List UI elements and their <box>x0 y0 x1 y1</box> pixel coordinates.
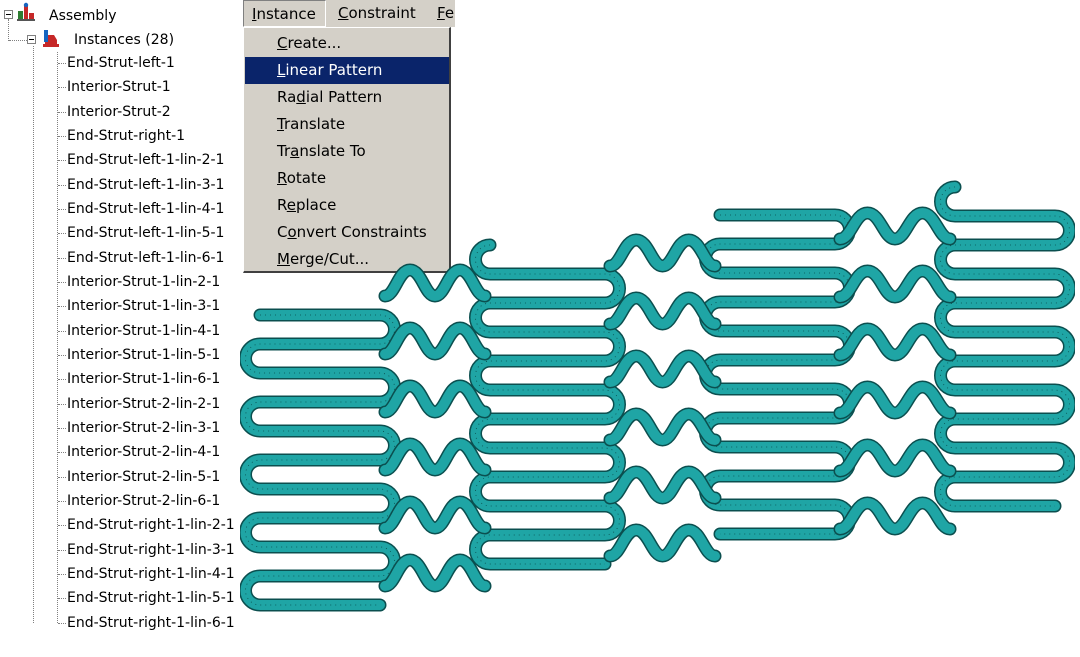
strut-segment <box>470 240 625 569</box>
instance-item[interactable]: Interior-Strut-2-lin-2-1 <box>67 395 221 412</box>
menu-item-replace[interactable]: Replace <box>277 196 337 214</box>
connector-strut <box>380 380 490 418</box>
instance-item[interactable]: Interior-Strut-2-lin-5-1 <box>67 468 221 485</box>
connector-strut <box>835 497 955 535</box>
instance-item[interactable]: Interior-Strut-2-lin-4-1 <box>67 444 221 461</box>
connector-strut <box>605 466 720 504</box>
stent-mesh-viewport <box>240 180 1075 612</box>
instance-item[interactable]: End-Strut-left-1-lin-6-1 <box>67 249 225 266</box>
menu-bar: Instance Constraint Fe <box>243 0 455 27</box>
strut-segment <box>699 208 856 541</box>
instance-item[interactable]: Interior-Strut-1-lin-2-1 <box>67 273 221 290</box>
connector-strut <box>835 265 955 303</box>
connector-strut <box>380 438 490 476</box>
connector-strut <box>605 350 720 388</box>
menu-item-translate-to[interactable]: Translate To <box>277 142 366 160</box>
connector-strut <box>380 554 490 592</box>
connector-strut <box>380 496 490 534</box>
instance-item[interactable]: Interior-Strut-1 <box>67 79 171 96</box>
strut-segment <box>934 180 1075 513</box>
model-tree: Assembly Instances (28) End-Strut-left-1… <box>0 0 250 657</box>
instance-item[interactable]: Interior-Strut-1-lin-3-1 <box>67 298 221 315</box>
instance-item[interactable]: Interior-Strut-1-lin-4-1 <box>67 322 221 339</box>
instance-item[interactable]: End-Strut-right-1-lin-3-1 <box>67 541 235 558</box>
assembly-label[interactable]: Assembly <box>49 8 117 24</box>
instance-item[interactable]: End-Strut-right-1-lin-6-1 <box>67 614 235 631</box>
instances-collapse-toggle[interactable] <box>27 35 36 44</box>
menu-item-create[interactable]: Create... <box>277 34 342 52</box>
instance-item[interactable]: End-Strut-left-1-lin-5-1 <box>67 225 225 242</box>
strut-segment <box>700 210 855 539</box>
instance-item[interactable]: Interior-Strut-1-lin-5-1 <box>67 346 221 363</box>
strut-segment <box>240 310 400 610</box>
menu-item-convert-constraints[interactable]: Convert Constraints <box>277 223 427 241</box>
connector-strut <box>605 524 720 562</box>
menu-item-translate[interactable]: Translate <box>277 115 346 133</box>
strut-mesh-lines <box>940 186 1070 507</box>
instance-item[interactable]: End-Strut-left-1-lin-2-1 <box>67 152 225 169</box>
instance-item[interactable]: End-Strut-left-1 <box>67 55 175 71</box>
connector-strut <box>605 292 720 330</box>
connector-strut <box>380 264 490 302</box>
connector-strut <box>835 207 955 245</box>
instance-item[interactable]: End-Strut-left-1-lin-3-1 <box>67 176 225 193</box>
connector-strut <box>605 408 720 446</box>
instance-item[interactable]: End-Strut-right-1 <box>67 127 186 144</box>
connector-strut <box>835 323 955 361</box>
menu-feature[interactable]: Fe <box>437 4 455 22</box>
connector-strut <box>605 234 720 272</box>
strut-mesh-lines <box>245 314 395 606</box>
instance-item[interactable]: Interior-Strut-2-lin-6-1 <box>67 492 221 509</box>
menu-item-rotate[interactable]: Rotate <box>277 169 327 187</box>
assembly-collapse-toggle[interactable] <box>4 10 13 19</box>
strut-mesh-lines <box>705 214 850 535</box>
strut-mesh-lines <box>475 244 620 565</box>
connector-strut <box>835 439 955 477</box>
instance-item[interactable]: End-Strut-right-1-lin-2-1 <box>67 517 235 534</box>
instance-item[interactable]: End-Strut-left-1-lin-4-1 <box>67 200 225 217</box>
connector-strut <box>380 322 490 360</box>
stent-mesh <box>240 180 1075 612</box>
strut-segment <box>469 238 626 571</box>
menu-item-merge-cut[interactable]: Merge/Cut... <box>277 250 370 268</box>
instance-item[interactable]: End-Strut-right-1-lin-5-1 <box>67 590 235 607</box>
instance-item[interactable]: End-Strut-right-1-lin-4-1 <box>67 565 235 582</box>
menu-item-linear-pattern[interactable]: Linear Pattern <box>245 57 449 84</box>
menu-item-radial-pattern[interactable]: Radial Pattern <box>277 88 383 106</box>
instances-label[interactable]: Instances (28) <box>74 32 175 48</box>
connector-strut <box>835 381 955 419</box>
instances-icon <box>43 30 59 47</box>
assembly-icon <box>17 2 35 21</box>
instance-item[interactable]: Interior-Strut-2-lin-3-1 <box>67 419 221 436</box>
menu-constraint[interactable]: Constraint <box>338 4 416 22</box>
instance-item[interactable]: Interior-Strut-1-lin-6-1 <box>67 371 221 388</box>
instance-item[interactable]: Interior-Strut-2 <box>67 103 171 120</box>
strut-segment <box>935 182 1075 511</box>
menu-instance[interactable]: Instance <box>243 0 326 27</box>
